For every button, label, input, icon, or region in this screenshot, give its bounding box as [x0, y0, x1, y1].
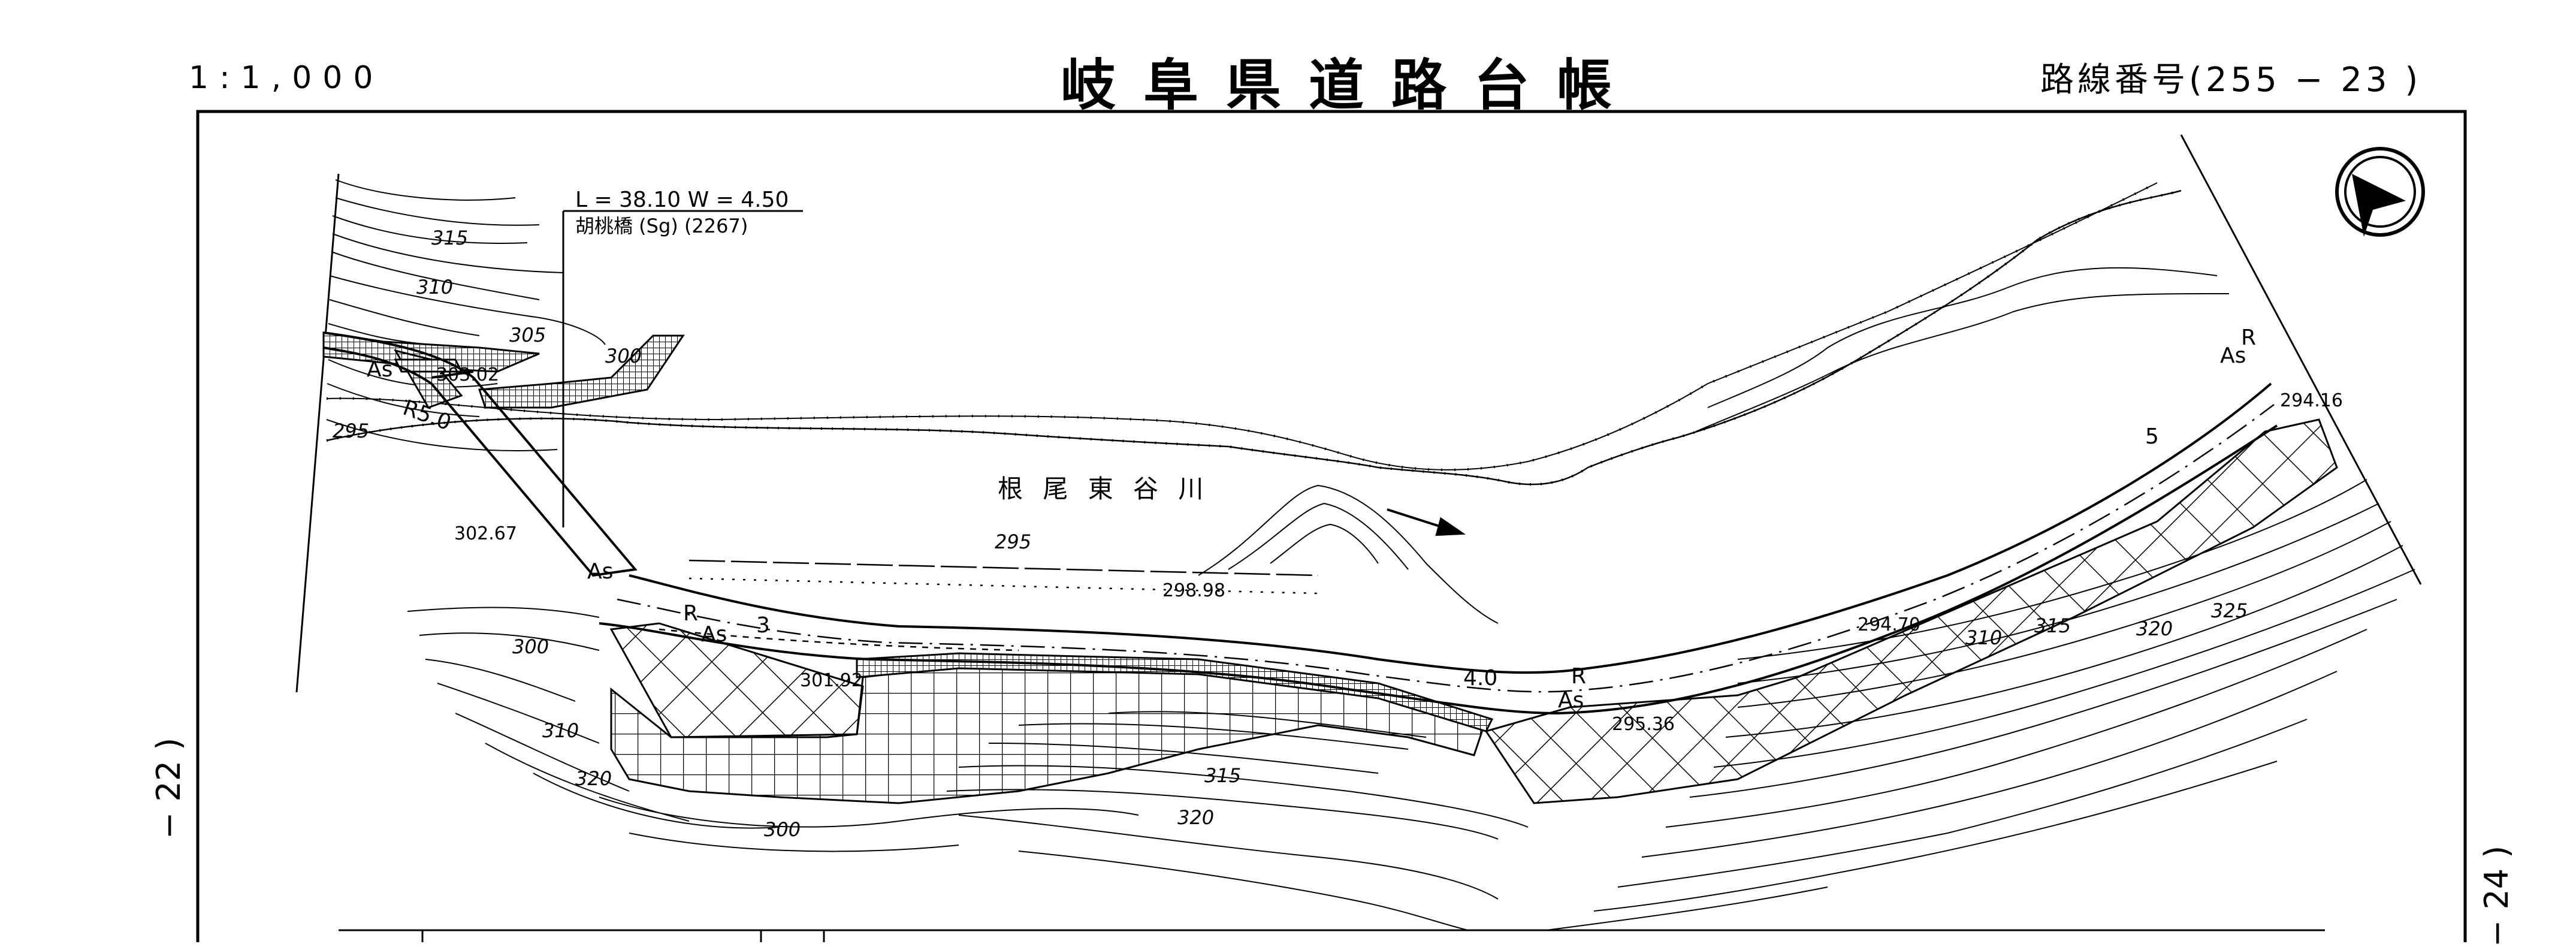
contour-label: 300	[605, 345, 642, 367]
bottom-table-lines	[339, 929, 2325, 942]
pavement-mark: As	[701, 622, 727, 647]
contour-label: 320	[2136, 617, 2173, 640]
central-knoll	[1198, 484, 1499, 624]
elevation-label: 295.36	[1612, 714, 1675, 735]
map-scale: 1:1,000	[189, 60, 384, 96]
bridge-dimensions: L = 38.10 W = 4.50	[575, 188, 789, 212]
elevation-label: 298.98	[1162, 580, 1225, 601]
route-number-label: 路線番号	[2040, 61, 2189, 99]
river-banks	[326, 182, 2182, 486]
contour-label: 325	[2211, 599, 2248, 622]
route-number: 路線番号(255 − 23 )	[2040, 53, 2421, 101]
road-width: 3	[756, 613, 770, 638]
radius-mark: R	[683, 601, 698, 626]
contour-label: 315	[1204, 764, 1241, 787]
route-number-value: (255 − 23 )	[2189, 61, 2422, 99]
radius-mark: R	[2241, 325, 2256, 350]
elevation-label: 301.92	[800, 670, 863, 691]
pavement-mark: As	[1558, 688, 1584, 713]
bridge-name: 胡桃橋 (Sg) (2267)	[575, 215, 748, 237]
elevation-label: 294.16	[2280, 390, 2343, 411]
pavement-mark: As	[367, 357, 392, 382]
match-lines	[295, 134, 2422, 693]
contour-label: 320	[1177, 806, 1214, 829]
contour-label: 300	[764, 818, 801, 841]
road-width: 4.0	[1463, 666, 1497, 690]
road-width: 5	[2145, 424, 2159, 449]
contour-label: 310	[542, 719, 579, 742]
contour-label: 295	[995, 530, 1031, 553]
contour-label: 310	[1965, 626, 2002, 649]
map-frame	[196, 110, 2467, 942]
contour-label: 305	[509, 324, 546, 346]
river-flow-arrow-icon	[1387, 508, 1466, 536]
contours-upper-left	[326, 179, 606, 451]
contour-label: 295	[333, 420, 369, 442]
contour-label: 310	[416, 276, 453, 298]
radius-mark: R	[1571, 664, 1586, 689]
drainage-line	[659, 559, 1319, 652]
river-name: 根 尾 東 谷 川	[998, 474, 1209, 503]
contour-label: 300	[512, 635, 549, 658]
north-arrow-icon	[2335, 147, 2425, 237]
pavement-mark: As	[2220, 343, 2246, 368]
pavement-mark: As	[587, 559, 613, 584]
contour-label: 320	[575, 767, 612, 790]
elevation-label: 302.67	[454, 523, 517, 544]
bridge-road	[323, 331, 638, 577]
sheet-title: 岐阜県道路台帳	[1061, 53, 1640, 117]
contour-label: 315	[2034, 614, 2071, 637]
bridge-leader	[562, 210, 803, 527]
elevation-label: 303.02	[436, 364, 499, 385]
elevation-label: 294.70	[1858, 614, 1920, 635]
contour-label: 315	[431, 227, 468, 249]
main-road	[599, 382, 2278, 715]
